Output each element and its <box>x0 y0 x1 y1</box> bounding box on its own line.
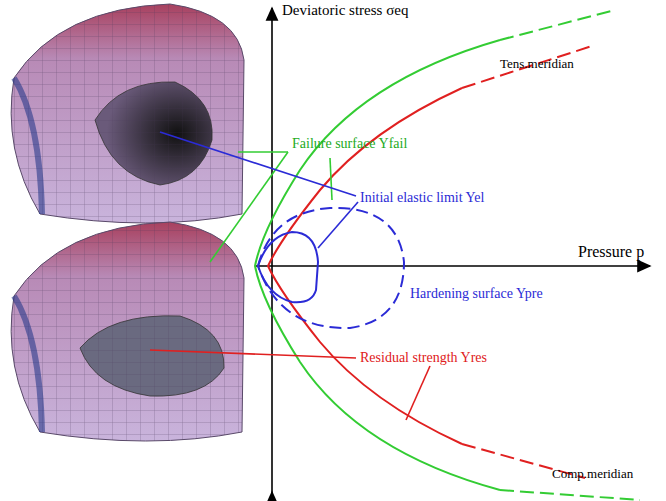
pressure-axis <box>255 265 650 267</box>
failure-surface-3d <box>11 4 244 223</box>
meridian-label: Tens.meridian <box>500 56 574 72</box>
meridian-label: Comp.meridian <box>552 466 633 482</box>
residual-label: Residual strength Yres <box>360 350 487 366</box>
residual-surface-3d <box>11 222 244 441</box>
hardening-curve <box>258 208 404 328</box>
failure-label: Failure surface Yfail <box>292 136 407 152</box>
axis-title: Pressure p <box>578 244 644 260</box>
elastic-label: Initial elastic limit Yel <box>360 190 484 206</box>
axis-arrow <box>271 492 273 500</box>
axis-title: Deviatoric stress σeq <box>282 2 408 18</box>
hardening-label: Hardening surface Ypre <box>410 286 543 302</box>
deviatoric-axis <box>271 8 273 500</box>
